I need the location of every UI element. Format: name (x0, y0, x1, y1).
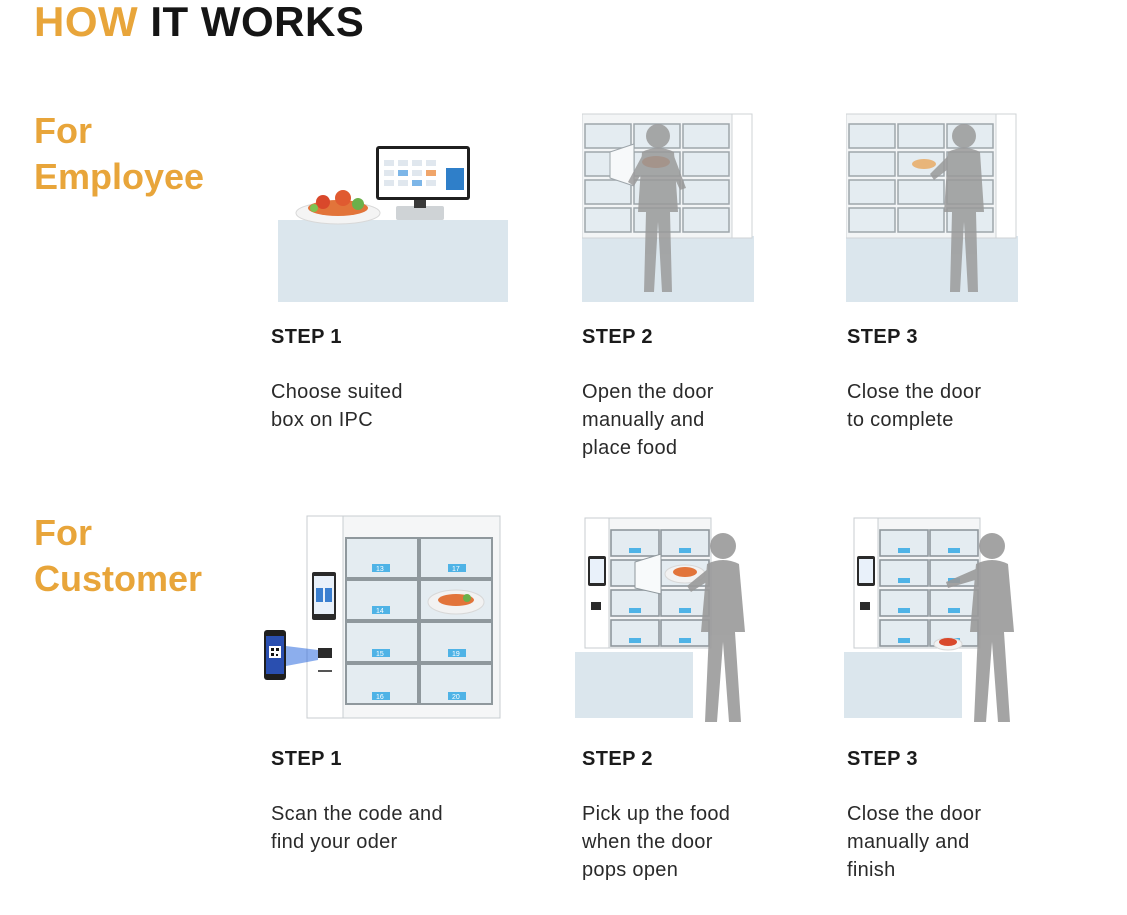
locker-number-17: 17 (452, 566, 460, 573)
employee-step2-desc-line: place food (582, 437, 678, 459)
customer-step3-desc-line: finish (847, 859, 896, 881)
employee-step2-desc-line: Open the door (582, 381, 714, 403)
page-title-rest: IT WORKS (150, 0, 365, 45)
employee-step2-desc: Open the door manually and place food (582, 378, 714, 462)
customer-step1-desc-line: find your oder (271, 831, 398, 853)
customer-step2-label: STEP 2 (582, 748, 653, 770)
customer-step2-desc-line: Pick up the food (582, 803, 731, 825)
employee-step1-label: STEP 1 (271, 326, 342, 348)
customer-step2-desc: Pick up the food when the door pops open (582, 800, 730, 884)
customer-step3-desc-line: manually and (847, 831, 970, 853)
employee-heading-line2: Employee (34, 156, 205, 197)
page-title: HOW IT WORKS (34, 0, 364, 44)
locker-number-16: 16 (376, 694, 384, 701)
employee-step3-desc: Close the door to complete (847, 378, 981, 434)
employee-heading-line1: For (34, 110, 92, 151)
employee-step1-illustration (278, 140, 508, 302)
employee-step3-desc-line: to complete (847, 409, 954, 431)
customer-heading-line1: For (34, 512, 92, 553)
locker-number-14: 14 (376, 608, 384, 615)
customer-step1-label: STEP 1 (271, 748, 342, 770)
customer-step2-desc-line: pops open (582, 859, 679, 881)
locker-number-19: 19 (452, 651, 460, 658)
customer-step2-desc-line: when the door (582, 831, 713, 853)
customer-step3-desc-line: Close the door (847, 803, 982, 825)
employee-step3-label: STEP 3 (847, 326, 918, 348)
employee-step3-illustration (846, 112, 1018, 302)
customer-step3-illustration (844, 516, 1034, 728)
customer-step3-desc: Close the door manually and finish (847, 800, 981, 884)
employee-step1-desc-line: box on IPC (271, 409, 373, 431)
customer-step3-label: STEP 3 (847, 748, 918, 770)
customer-heading-line2: Customer (34, 558, 203, 599)
employee-step2-label: STEP 2 (582, 326, 653, 348)
page-title-accent: HOW (34, 0, 139, 45)
employee-step2-desc-line: manually and (582, 409, 705, 431)
customer-heading: For Customer (34, 510, 202, 602)
locker-number-15: 15 (376, 651, 384, 658)
employee-step1-desc: Choose suited box on IPC (271, 378, 403, 434)
customer-step1-desc: Scan the code and find your oder (271, 800, 443, 856)
employee-step3-desc-line: Close the door (847, 381, 982, 403)
employee-step2-illustration (582, 112, 754, 302)
locker-number-13: 13 (376, 566, 384, 573)
customer-step1-desc-line: Scan the code and (271, 803, 443, 825)
employee-heading: For Employee (34, 108, 204, 200)
locker-number-20: 20 (452, 694, 460, 701)
employee-step1-desc-line: Choose suited (271, 381, 403, 403)
customer-step2-illustration (575, 516, 765, 728)
customer-step1-illustration: 13 17 14 15 19 16 20 (262, 514, 502, 720)
